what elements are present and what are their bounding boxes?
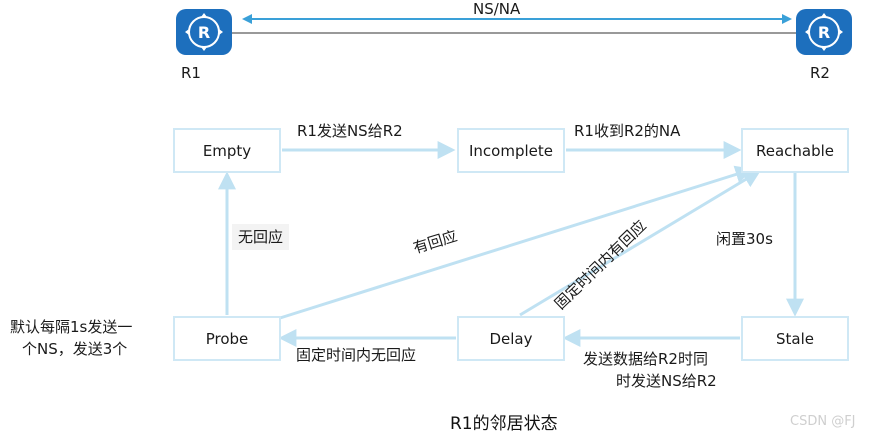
svg-text:R: R — [818, 23, 830, 42]
state-probe: Probe — [173, 316, 281, 361]
label-incomplete-reachable: R1收到R2的NA — [574, 122, 681, 140]
label-stale-delay-line2: 时发送NS给R2 — [616, 372, 717, 390]
label-reachable-stale: 闲置30s — [716, 230, 773, 248]
state-empty: Empty — [173, 128, 281, 173]
state-stale-label: Stale — [776, 329, 814, 348]
label-delay-probe: 固定时间内无回应 — [296, 346, 417, 364]
state-incomplete: Incomplete — [457, 128, 565, 173]
state-delay-label: Delay — [489, 329, 533, 348]
state-reachable: Reachable — [741, 128, 849, 173]
probe-note-line1: 默认每隔1s发送一 — [10, 318, 133, 336]
diagram-caption: R1的邻居状态 — [450, 414, 558, 434]
probe-note-line2: 个NS，发送3个 — [22, 340, 128, 358]
arrow-probe-reachable — [279, 165, 754, 320]
watermark: CSDN @FJ — [790, 414, 856, 429]
label-probe-empty: 无回应 — [232, 224, 290, 250]
label-empty-incomplete: R1发送NS给R2 — [297, 122, 403, 140]
link-label: NS/NA — [473, 0, 521, 18]
state-delay: Delay — [457, 316, 565, 361]
state-incomplete-label: Incomplete — [469, 141, 553, 160]
state-empty-label: Empty — [202, 141, 252, 160]
state-stale: Stale — [741, 316, 849, 361]
arrow-delay-reachable — [519, 170, 762, 317]
router-r1-label: R1 — [181, 64, 201, 82]
label-stale-delay-line1: 发送数据给R2时同 — [583, 350, 708, 368]
router-r2-label: R2 — [810, 64, 830, 82]
router-r2-icon: R — [796, 9, 852, 55]
router-r1-icon: R — [176, 9, 232, 55]
state-reachable-label: Reachable — [755, 141, 835, 160]
svg-text:R: R — [198, 23, 210, 42]
state-probe-label: Probe — [205, 329, 249, 348]
